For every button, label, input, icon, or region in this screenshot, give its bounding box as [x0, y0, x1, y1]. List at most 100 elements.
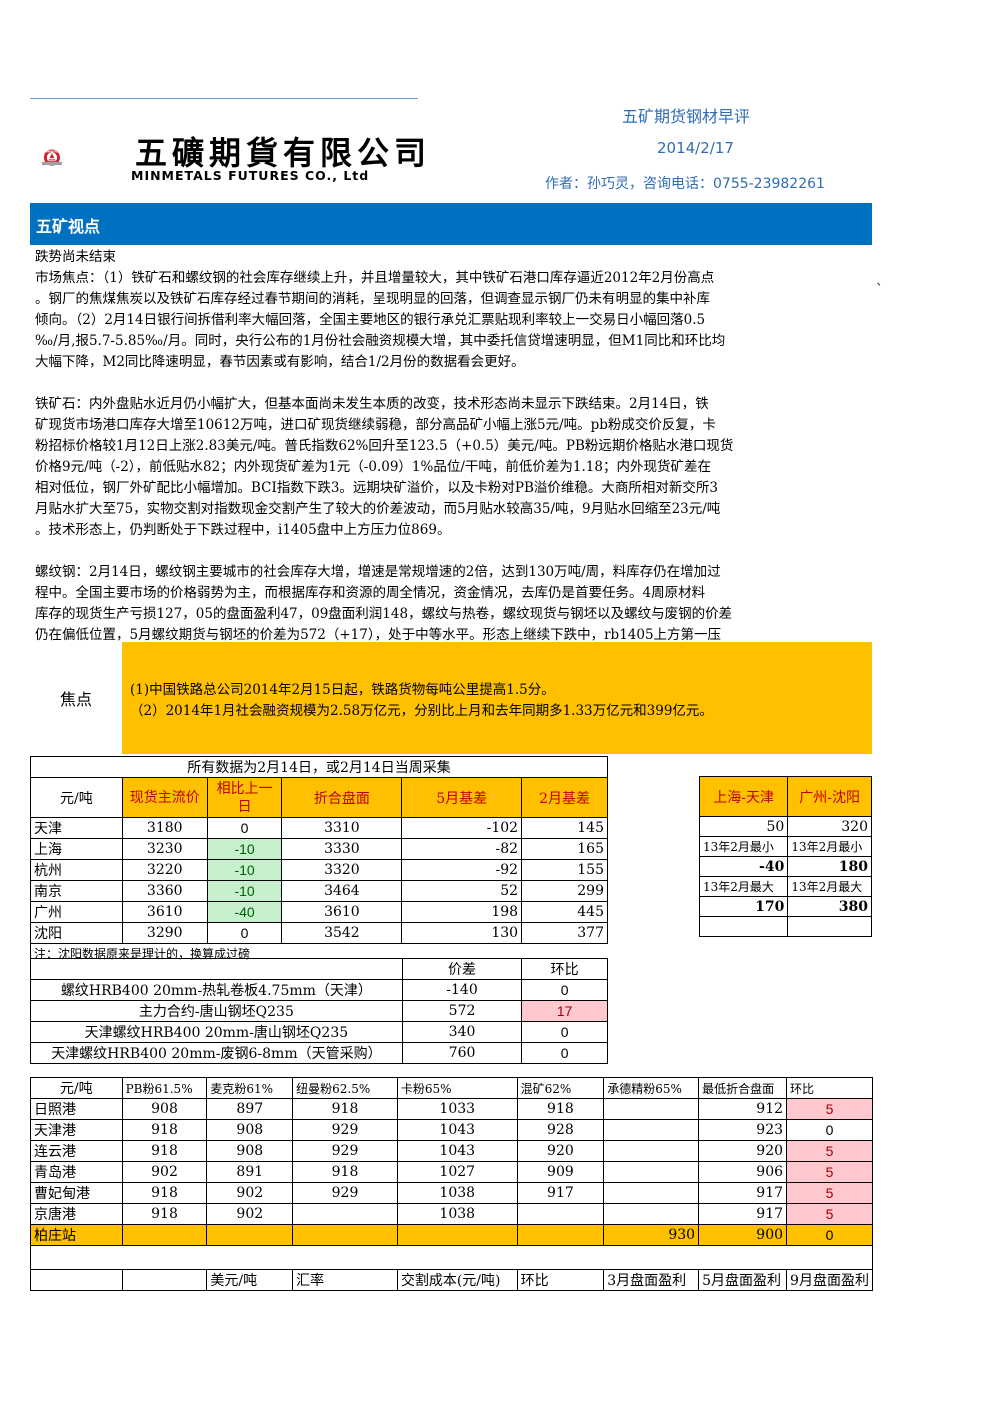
price-cell: 1043 — [396, 1119, 518, 1141]
basis-may-cell: -82 — [401, 838, 523, 860]
column-header: PB粉61.5% — [121, 1077, 208, 1099]
price-cell: 920 — [698, 1140, 788, 1162]
price-cell — [292, 1224, 398, 1246]
headline: 跌势尚未结束 — [35, 249, 116, 265]
section-title: 五矿视点 — [30, 203, 872, 245]
column-header: 混矿62% — [516, 1077, 605, 1099]
spread-max: 380 — [787, 896, 872, 917]
city-cell: 上海 — [30, 838, 123, 860]
price-cell: 908 — [121, 1098, 208, 1120]
price-cell: 918 — [121, 1203, 208, 1225]
price-cell — [206, 1224, 294, 1246]
company-name-cn: 五礦期貨有限公司 — [135, 134, 432, 172]
port-cell: 日照港 — [30, 1098, 123, 1120]
column-header: 现货主流价 — [121, 777, 208, 818]
focus-label: 焦点 — [59, 690, 92, 709]
equivalent-cell: 3542 — [281, 922, 403, 944]
spread-current: 320 — [787, 816, 872, 837]
price-cell: 929 — [292, 1182, 398, 1204]
basis-may-cell: -92 — [401, 859, 523, 881]
basis-may-cell: 52 — [401, 880, 523, 902]
spread-value-cell: 760 — [401, 1042, 523, 1064]
spread-label-cell: 天津螺纹HRB400 20mm-废钢6-8mm（天管采购） — [30, 1042, 403, 1064]
column-header: 价差 — [401, 958, 523, 980]
footer-header: 9月盘面盈利 — [786, 1269, 873, 1291]
price-cell — [121, 1224, 208, 1246]
iron-ore-line: 相对低位，钢厂外矿配比小幅增加。BCI指数下跌3。远期块矿溢价，以及卡粉对PB溢… — [35, 480, 719, 496]
spread-label-cell: 天津螺纹HRB400 20mm-唐山钢坯Q235 — [30, 1021, 403, 1043]
report-date: 2014/2/17 — [657, 139, 734, 157]
footer-header: 汇率 — [292, 1269, 398, 1291]
price-cell: 0 — [786, 1119, 873, 1141]
price-cell: 918 — [292, 1161, 398, 1183]
equivalent-cell: 3320 — [281, 859, 403, 881]
price-cell: 1038 — [396, 1203, 518, 1225]
spread-change-cell: 0 — [521, 1042, 608, 1064]
price-cell: 5 — [786, 1140, 873, 1162]
port-cell: 天津港 — [30, 1119, 123, 1141]
price-cell — [603, 1182, 700, 1204]
footer-header: 3月盘面盈利 — [603, 1269, 700, 1291]
footer-header — [30, 1269, 123, 1291]
basis-feb-cell: 377 — [521, 922, 608, 944]
price-cell: 923 — [698, 1119, 788, 1141]
price-cell: 912 — [698, 1098, 788, 1120]
focus-item: (1)中国铁路总公司2014年2月15日起，铁路货物每吨公里提高1.5分。 — [130, 682, 555, 698]
price-cell — [603, 1140, 700, 1162]
price-cell — [516, 1224, 605, 1246]
logo-ring-text: MINMETALS — [45, 150, 60, 153]
market-line: 市场焦点：（1）铁矿石和螺纹钢的社会库存继续上升，并且增量较大，其中铁矿石港口库… — [35, 270, 715, 286]
spot-price-cell: 3360 — [121, 880, 208, 902]
price-cell — [292, 1203, 398, 1225]
city-cell: 广州 — [30, 901, 123, 923]
price-cell: 902 — [121, 1161, 208, 1183]
spot-price-cell: 3610 — [121, 901, 208, 923]
change-cell: 0 — [206, 922, 283, 944]
rebar-line: 仍在偏低位置，5月螺纹期货与钢坯的价差为572（+17），处于中等水平。形态上继… — [35, 627, 722, 643]
spot-price-cell: 3220 — [121, 859, 208, 881]
iron-ore-line: 矿现货市场港口库存大增至10612万吨，进口矿现货继续弱稳，部分高品矿小幅上涨5… — [35, 417, 716, 433]
spread-label-cell: 主力合约-唐山钢坯Q235 — [30, 1000, 403, 1022]
spot-price-cell: 3180 — [121, 817, 208, 839]
header-rule — [30, 98, 418, 99]
table-caption: 所有数据为2月14日，或2月14日当周采集 — [30, 756, 608, 778]
commentary-block: 跌势尚未结束 市场焦点：（1）铁矿石和螺纹钢的社会库存继续上升，并且增量较大，其… — [35, 247, 871, 646]
price-cell: 5 — [786, 1161, 873, 1183]
footer-header: 交割成本(元/吨) — [396, 1269, 518, 1291]
price-cell: 5 — [786, 1098, 873, 1120]
price-cell: 0 — [786, 1224, 873, 1246]
report-author: 作者：孙巧灵，咨询电话：0755-23982261 — [545, 176, 825, 192]
price-cell — [603, 1161, 700, 1183]
spread-max-label: 13年2月最大 — [698, 876, 789, 897]
price-cell: 1033 — [396, 1098, 518, 1120]
column-header: 上海-天津 — [698, 776, 789, 817]
footer-header: 美元/吨 — [206, 1269, 294, 1291]
price-cell — [603, 1203, 700, 1225]
footer-header: 5月盘面盈利 — [698, 1269, 788, 1291]
port-cell: 柏庄站 — [30, 1224, 123, 1246]
price-cell: 908 — [206, 1119, 294, 1141]
city-cell: 南京 — [30, 880, 123, 902]
price-cell — [396, 1224, 518, 1246]
price-cell: 917 — [698, 1182, 788, 1204]
price-cell — [516, 1203, 605, 1225]
city-cell: 杭州 — [30, 859, 123, 881]
change-cell: -10 — [206, 859, 283, 881]
equivalent-cell: 3464 — [281, 880, 403, 902]
equivalent-cell: 3330 — [281, 838, 403, 860]
change-cell: -10 — [206, 838, 283, 860]
spread-current: 50 — [698, 816, 789, 837]
